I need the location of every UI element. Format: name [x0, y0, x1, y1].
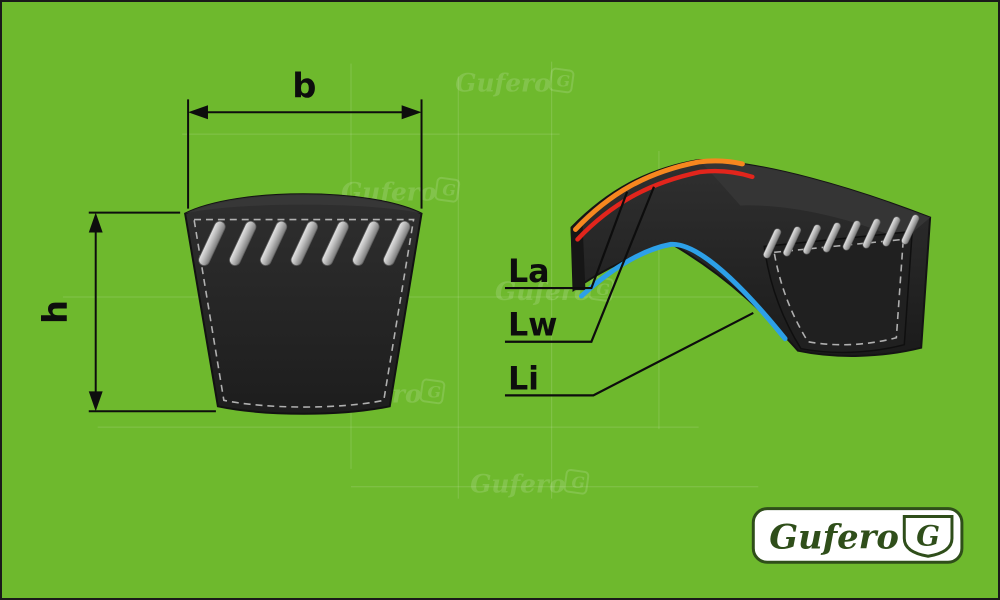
cord-pin	[198, 220, 226, 266]
la-leader-line	[504, 191, 629, 290]
logo-monogram: G	[916, 519, 940, 552]
svg-text:G: G	[442, 181, 456, 200]
cross-section-dashed-outline	[193, 218, 415, 408]
cord-pin	[259, 220, 288, 266]
dimension-h-arrow-bottom	[88, 391, 103, 412]
belt-top-cap	[185, 194, 422, 214]
watermark-monogram: G	[557, 71, 571, 90]
dimension-b-label: b	[292, 66, 316, 105]
la-label: La	[508, 254, 550, 290]
background-grid	[62, 61, 759, 499]
lw-label: Lw	[508, 308, 558, 344]
belt-3d-view	[570, 158, 932, 357]
svg-text:Gufero: Gufero	[470, 470, 565, 499]
watermark: Gufero G	[455, 67, 575, 97]
watermark-shield	[548, 67, 575, 94]
length-labels: La Lw Li	[504, 186, 754, 397]
li-line	[578, 241, 788, 342]
belt-3d-left-end	[570, 221, 586, 291]
cord-pin	[842, 220, 861, 251]
la-line	[573, 158, 745, 232]
cord-pin	[352, 220, 380, 266]
logo-brand-text: Gufero	[769, 516, 899, 556]
dimension-b-arrow-left	[188, 105, 208, 120]
cut-cord-pins	[763, 214, 920, 259]
watermark: Gufero G	[495, 276, 615, 306]
cord-pin	[763, 228, 782, 259]
li-label: Li	[508, 361, 539, 397]
cord-pin	[783, 226, 802, 257]
watermark: Gufero G	[470, 468, 590, 499]
belt-3d-cut-face	[763, 230, 914, 354]
gufero-logo: Gufero G	[751, 507, 964, 564]
cut-face-dashed-outline	[773, 238, 905, 346]
cord-pin	[802, 224, 821, 255]
dimension-b: b	[187, 66, 423, 209]
logo-shield	[902, 515, 954, 558]
cord-pin	[901, 214, 920, 245]
dimension-h: h	[36, 211, 216, 413]
dimension-h-arrow-top	[88, 212, 103, 233]
svg-text:G: G	[427, 382, 441, 401]
cord-pin	[862, 218, 881, 249]
watermark-text: Gufero	[455, 68, 550, 97]
cord-pin	[882, 216, 901, 247]
dimension-b-arrow-right	[401, 105, 422, 120]
lw-line	[575, 168, 755, 242]
cord-pin	[321, 220, 349, 266]
svg-text:G: G	[596, 280, 610, 299]
svg-text:G: G	[572, 473, 586, 492]
belt-3d-top-face	[698, 159, 931, 241]
cord-pin	[290, 220, 318, 266]
cross-section-view	[184, 193, 423, 415]
cord-pin	[229, 220, 257, 266]
cord-pins	[198, 220, 411, 266]
cord-pin	[822, 222, 841, 253]
dimension-h-label: h	[36, 300, 75, 324]
cord-pin	[383, 220, 411, 266]
lw-leader-line	[504, 186, 655, 343]
li-leader-line	[504, 311, 754, 397]
